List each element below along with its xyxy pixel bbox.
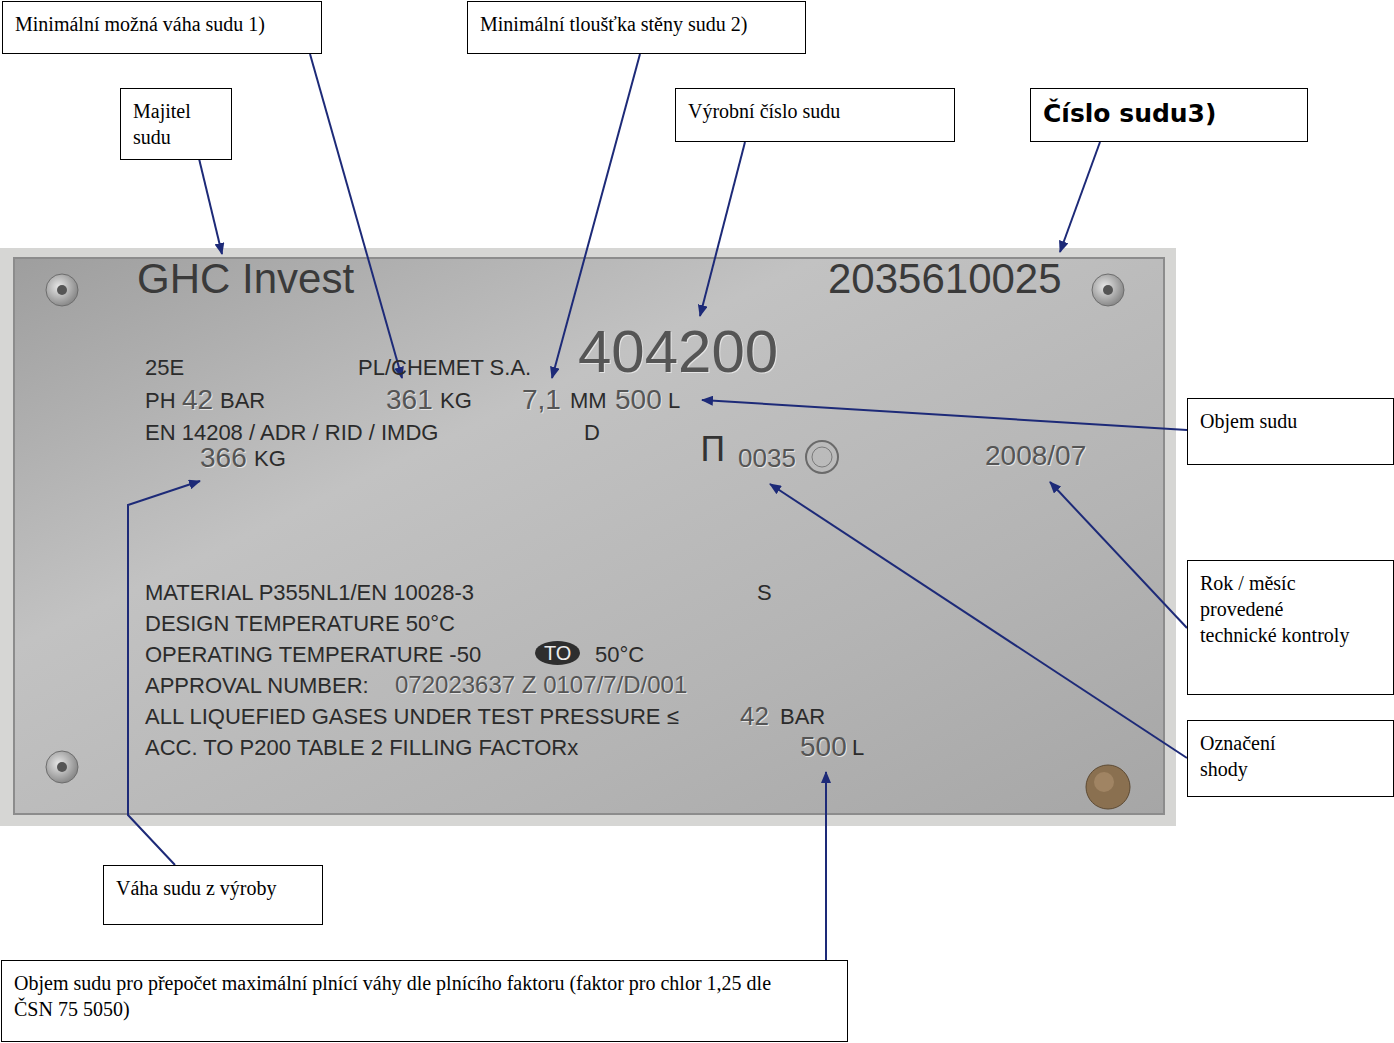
stamped-value: 42 (740, 703, 769, 729)
callout-text: Objem sudu pro přepočet maximální plnící… (14, 970, 814, 1022)
plate-text: EN 14208 / ADR / RID / IMDG (145, 422, 438, 444)
plate-text: APPROVAL NUMBER: (145, 675, 369, 697)
leader-line (310, 54, 402, 378)
plate-text: PH (145, 390, 176, 412)
plate-text: L (668, 390, 680, 412)
callout-box: Objem sudu (1187, 398, 1394, 465)
callout-box: Minimální možná váha sudu 1) (2, 1, 322, 54)
stamped-value: 366 (200, 444, 247, 472)
plate-text: KG (440, 390, 472, 412)
plate-text: ACC. TO P200 TABLE 2 FILLING FACTORx (145, 737, 578, 759)
leader-line (1050, 482, 1187, 628)
stamped-value: 2008/07 (985, 442, 1086, 470)
callout-text: Objem sudu (1200, 408, 1381, 434)
callout-text: Váha sudu z výroby (116, 875, 310, 901)
plate-text: DESIGN TEMPERATURE 50°C (145, 613, 455, 635)
stamped-value: 500 (615, 386, 662, 414)
plate-text: KG (254, 448, 286, 470)
leader-line (700, 142, 745, 316)
callout-box: Váha sudu z výroby (103, 865, 323, 925)
callout-text: Rok / měsíc provedené technické kontroly (1200, 570, 1360, 648)
stamped-value: 361 (386, 386, 433, 414)
callout-text: Označení shody (1200, 730, 1300, 782)
plate-text: MATERIAL P355NL1/EN 10028-3 (145, 582, 474, 604)
leader-line (128, 481, 200, 865)
plate-text: MM (570, 390, 607, 412)
stamped-value: 404200 (578, 322, 778, 382)
callout-box: Rok / měsíc provedené technické kontroly (1187, 560, 1394, 695)
stamped-value: 0035 (738, 445, 796, 471)
callout-text: Majitel sudu (133, 98, 219, 150)
plate-text: 50°C (595, 644, 644, 666)
marked-word: TO (535, 641, 580, 665)
plate-text: 25E (145, 357, 184, 379)
callout-text: Výrobní číslo sudu (688, 98, 942, 124)
conformity-mark: Π (700, 432, 726, 466)
plate-heading: 2035610025 (828, 258, 1062, 300)
leader-line (770, 484, 1187, 758)
stamped-value: 7,1 (522, 386, 561, 414)
plate-text: BAR (220, 390, 265, 412)
leader-line (1060, 142, 1100, 252)
leader-line (702, 400, 1187, 430)
callout-text: Minimální tloušťka stěny sudu 2) (480, 11, 793, 37)
callout-box: Minimální tloušťka stěny sudu 2) (467, 1, 806, 54)
callout-box: Číslo sudu3) (1030, 88, 1308, 142)
plate-text: S (757, 582, 772, 604)
callout-box: Označení shody (1187, 720, 1394, 797)
callout-box: Výrobní číslo sudu (675, 88, 955, 142)
leader-line (825, 772, 827, 960)
plate-text: OPERATING TEMPERATURE -50 (145, 644, 481, 666)
plate-text: ALL LIQUEFIED GASES UNDER TEST PRESSURE … (145, 706, 679, 728)
plate-text: PL/CHEMET S.A. (358, 357, 531, 379)
callout-box: Objem sudu pro přepočet maximální plnící… (1, 960, 848, 1042)
stamped-value: 42 (182, 386, 213, 414)
stamped-value: 072023637 Z 0107/7/D/001 (395, 673, 687, 697)
callout-text: Číslo sudu3) (1043, 98, 1295, 129)
plate-text: D (584, 422, 600, 444)
callout-text: Minimální možná váha sudu 1) (15, 11, 309, 37)
plate-text: L (852, 737, 864, 759)
plate-heading: GHC Invest (137, 258, 354, 300)
stamped-value: 500 (800, 733, 847, 761)
plate-text: BAR (780, 706, 825, 728)
callout-box: Majitel sudu (120, 88, 232, 160)
